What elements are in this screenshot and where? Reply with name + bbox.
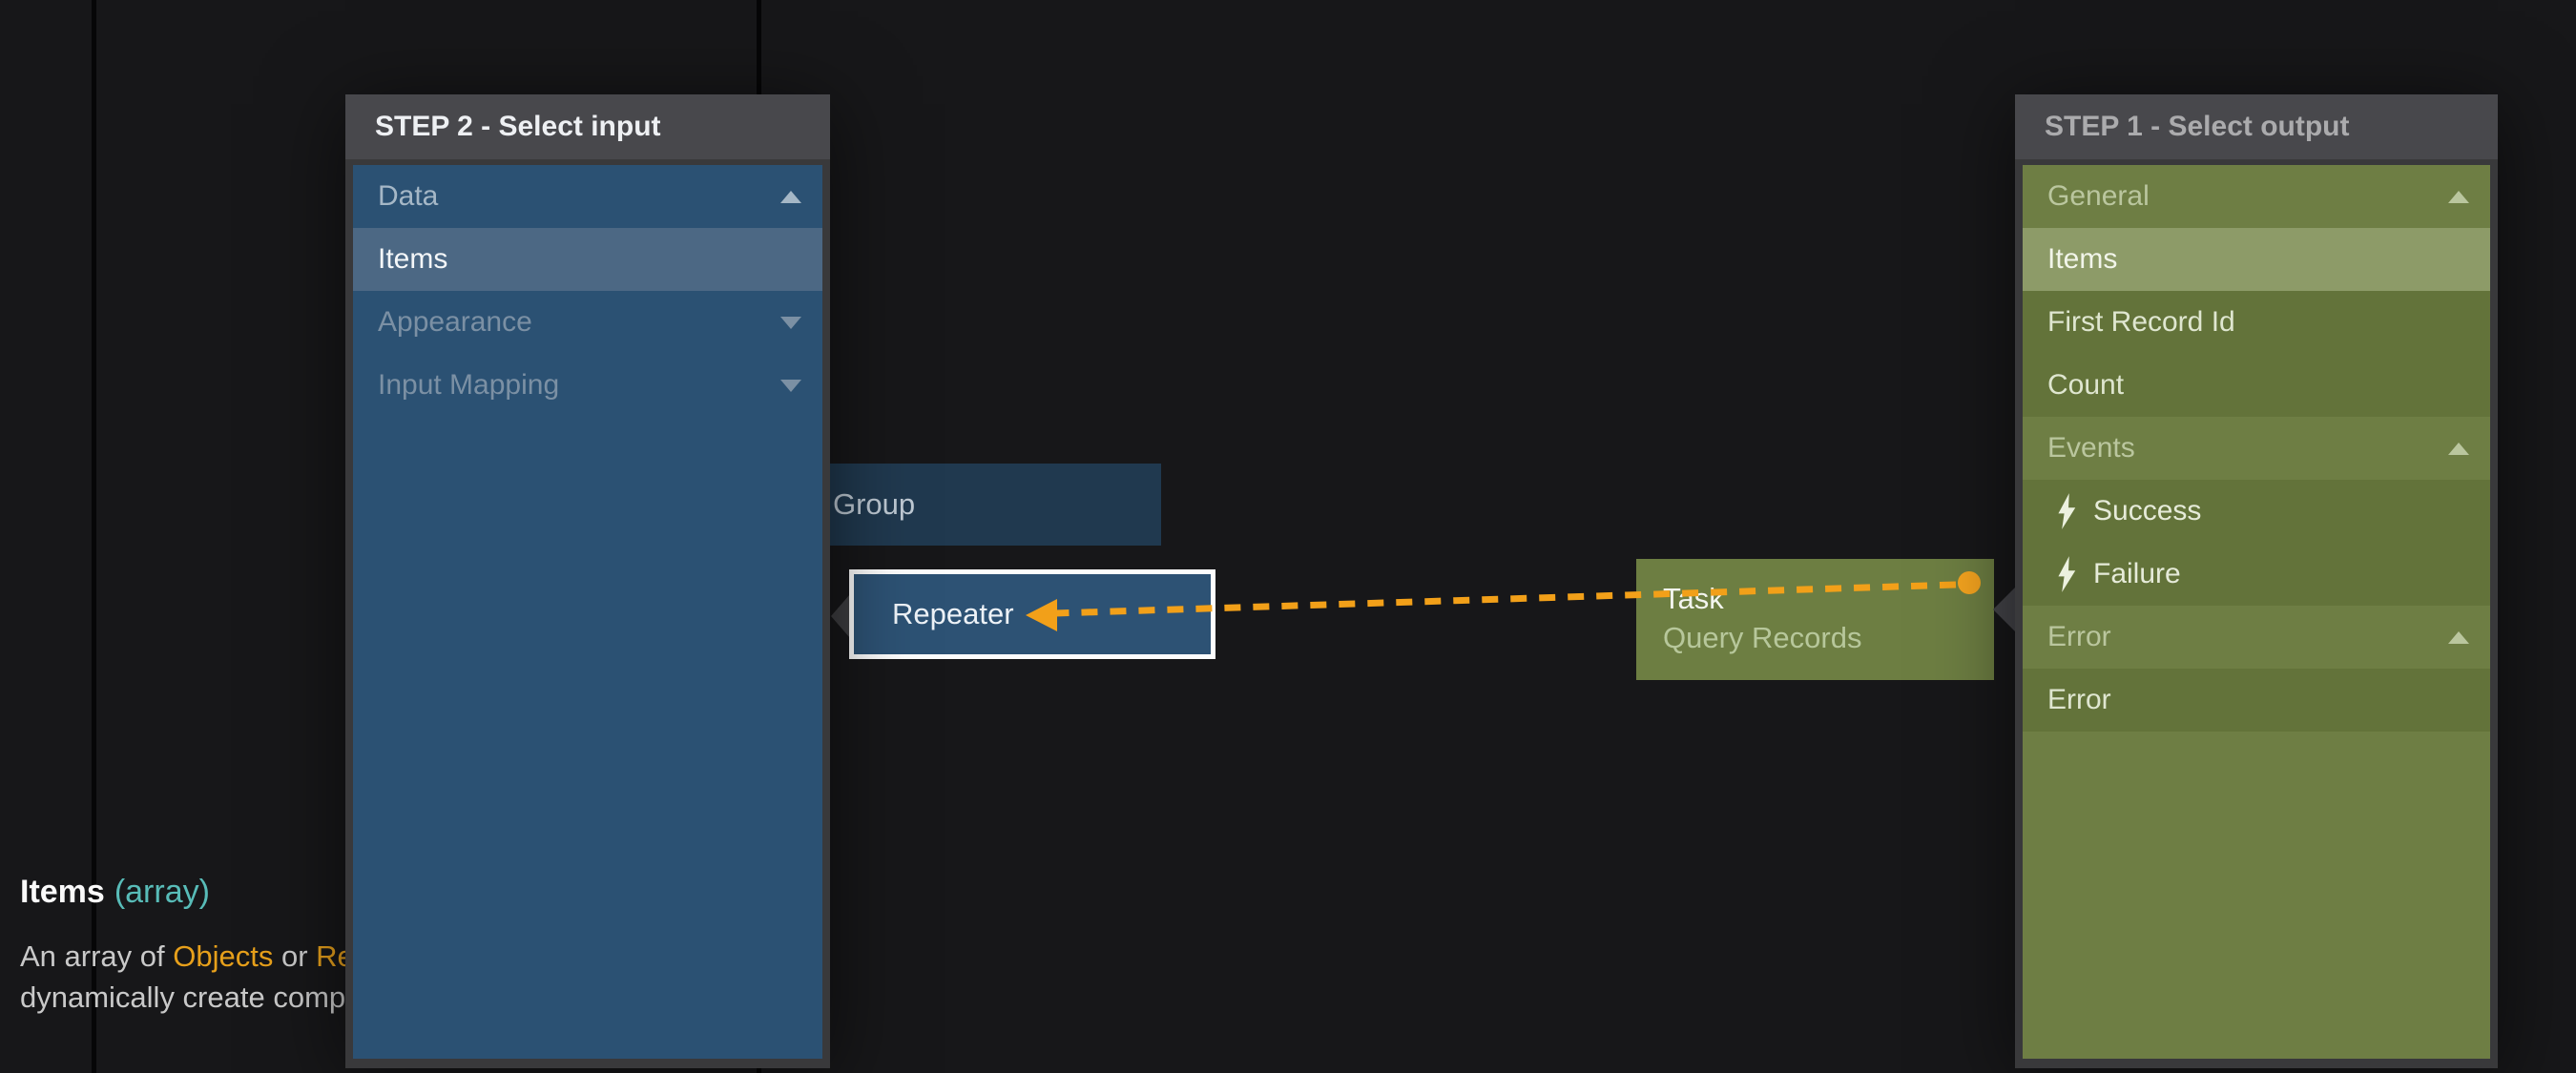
chevron-down-icon — [780, 379, 801, 392]
step1-output-panel-body: General Items First Record Id Count Even… — [2023, 165, 2490, 1059]
output-row-first-record-id[interactable]: First Record Id — [2023, 291, 2490, 354]
tooltip-field-type: (array) — [114, 874, 210, 910]
chevron-up-icon — [2448, 630, 2469, 644]
canvas-guide-line-left — [92, 0, 96, 1073]
tooltip-field-name: Items — [20, 874, 105, 910]
step1-output-panel-title: STEP 1 - Select output — [2015, 94, 2498, 159]
tooltip-title-row: Items(array) — [20, 874, 354, 911]
input-row-items[interactable]: Items — [353, 228, 822, 291]
tooltip-description-line1: An array of Objects or Re — [20, 939, 354, 973]
input-row-input-mapping[interactable]: Input Mapping — [353, 354, 822, 417]
step2-input-panel: STEP 2 - Select input Data Items Appeara… — [345, 94, 830, 1068]
lightning-icon — [2058, 493, 2076, 529]
field-tooltip: Items(array) An array of Objects or Re d… — [20, 874, 354, 1018]
lightning-icon — [2058, 556, 2076, 592]
step2-input-panel-title: STEP 2 - Select input — [345, 94, 830, 159]
step1-output-panel: STEP 1 - Select output General Items Fir… — [2015, 94, 2498, 1068]
node-task-sublabel: Query Records — [1663, 621, 1862, 654]
tooltip-description: An array of Objects or Re dynamically cr… — [20, 936, 354, 1018]
input-row-appearance[interactable]: Appearance — [353, 291, 822, 354]
output-row-general[interactable]: General — [2023, 165, 2490, 228]
output-row-items[interactable]: Items — [2023, 228, 2490, 291]
chevron-down-icon — [780, 316, 801, 329]
node-task-label: Task — [1663, 582, 1724, 615]
node-task[interactable]: Task Query Records — [1636, 559, 1994, 680]
chevron-up-icon — [2448, 442, 2469, 455]
output-panel-pointer — [1993, 588, 2015, 631]
output-row-error[interactable]: Error — [2023, 669, 2490, 732]
chevron-up-icon — [780, 190, 801, 203]
node-repeater-label: Repeater — [892, 597, 1014, 630]
step2-input-panel-body: Data Items Appearance Input Mapping — [353, 165, 822, 1059]
repeater-panel-pointer — [831, 594, 850, 638]
tooltip-description-line2: dynamically create comp — [20, 980, 346, 1014]
output-row-failure[interactable]: Failure — [2023, 543, 2490, 606]
output-row-error-section[interactable]: Error — [2023, 606, 2490, 669]
output-row-count[interactable]: Count — [2023, 354, 2490, 417]
output-row-success[interactable]: Success — [2023, 480, 2490, 543]
input-row-data[interactable]: Data — [353, 165, 822, 228]
output-row-events[interactable]: Events — [2023, 417, 2490, 480]
node-group-label: Group — [833, 487, 916, 521]
chevron-up-icon — [2448, 190, 2469, 203]
node-repeater[interactable]: Repeater — [849, 569, 1215, 659]
